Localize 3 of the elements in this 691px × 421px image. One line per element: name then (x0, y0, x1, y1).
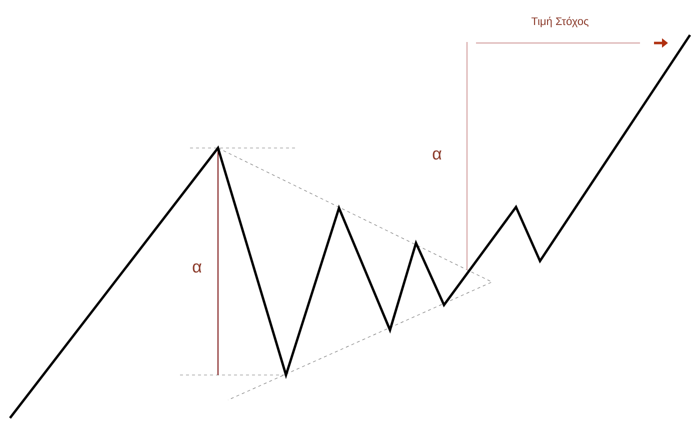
label: α (432, 150, 442, 160)
label: α (192, 263, 202, 273)
label: Τιμή Στόχος (531, 16, 588, 28)
